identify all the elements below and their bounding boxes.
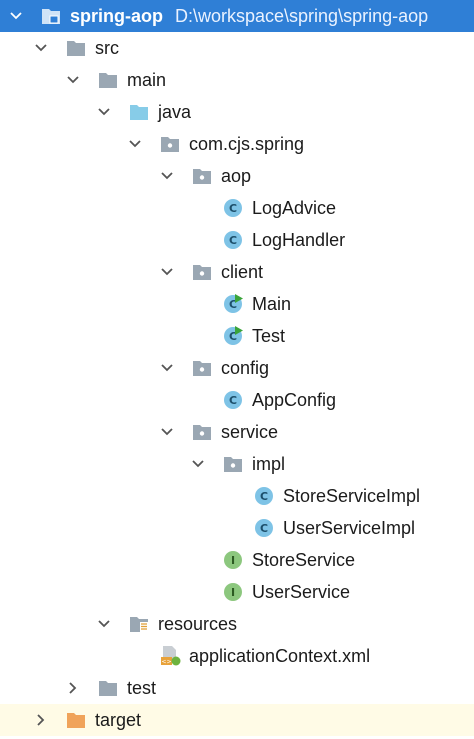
package-icon: [191, 165, 213, 187]
tree-row-application-context-xml[interactable]: <> applicationContext.xml: [0, 640, 474, 672]
tree-row-main[interactable]: main: [0, 64, 474, 96]
tree-label: target: [95, 710, 142, 730]
chevron-down-icon[interactable]: [35, 42, 47, 54]
chevron-down-icon[interactable]: [129, 138, 141, 150]
tree-label: UserService: [252, 582, 351, 602]
tree-row-store-service[interactable]: I StoreService: [0, 544, 474, 576]
chevron-down-icon[interactable]: [161, 362, 173, 374]
tree-row-service[interactable]: service: [0, 416, 474, 448]
tree-label: Test: [252, 326, 286, 346]
chevron-down-icon[interactable]: [67, 74, 79, 86]
resources-folder-icon: [128, 613, 150, 635]
tree-row-java[interactable]: java: [0, 96, 474, 128]
tree-label: StoreService: [252, 550, 356, 570]
tree-row-test[interactable]: test: [0, 672, 474, 704]
interface-icon: I: [222, 581, 244, 603]
tree-label: AppConfig: [252, 390, 337, 410]
chevron-down-icon[interactable]: [10, 10, 22, 22]
svg-text:C: C: [229, 234, 237, 247]
tree-label: com.cjs.spring: [189, 134, 305, 154]
tree-label: aop: [221, 166, 252, 186]
tree-label: src: [95, 38, 119, 58]
svg-text:C: C: [260, 490, 268, 503]
tree-row-src[interactable]: src: [0, 32, 474, 64]
tree-row-user-service[interactable]: I UserService: [0, 576, 474, 608]
tree-label: StoreServiceImpl: [283, 486, 421, 506]
module-folder-icon: [40, 5, 62, 27]
chevron-down-icon[interactable]: [192, 458, 204, 470]
svg-text:C: C: [260, 522, 268, 535]
svg-text:<>: <>: [161, 659, 171, 666]
package-icon: [159, 133, 181, 155]
package-icon: [191, 261, 213, 283]
tree-row-log-handler[interactable]: C LogHandler: [0, 224, 474, 256]
spring-xml-file-icon: <>: [159, 645, 181, 667]
package-icon: [191, 357, 213, 379]
svg-text:I: I: [231, 586, 235, 599]
svg-text:C: C: [229, 394, 237, 407]
package-icon: [191, 421, 213, 443]
tree-row-client[interactable]: client: [0, 256, 474, 288]
project-name: spring-aop: [70, 6, 163, 26]
svg-text:C: C: [229, 202, 237, 215]
runnable-class-icon: C: [222, 293, 244, 315]
tree-row-package-root[interactable]: com.cjs.spring: [0, 128, 474, 160]
folder-icon: [97, 69, 119, 91]
tree-row-resources[interactable]: resources: [0, 608, 474, 640]
tree-label: config: [221, 358, 270, 378]
tree-row-test-class[interactable]: C Test: [0, 320, 474, 352]
chevron-down-icon[interactable]: [98, 618, 110, 630]
chevron-down-icon[interactable]: [161, 426, 173, 438]
tree-row-target[interactable]: target: [0, 704, 474, 736]
package-icon: [222, 453, 244, 475]
source-folder-icon: [128, 101, 150, 123]
tree-row-log-advice[interactable]: C LogAdvice: [0, 192, 474, 224]
folder-icon: [97, 677, 119, 699]
class-icon: C: [222, 389, 244, 411]
tree-row-app-config[interactable]: C AppConfig: [0, 384, 474, 416]
tree-label: service: [221, 422, 279, 442]
project-path: D:\workspace\spring\spring-aop: [175, 6, 429, 26]
excluded-folder-icon: [65, 709, 87, 731]
class-icon: C: [222, 197, 244, 219]
tree-row-user-service-impl[interactable]: C UserServiceImpl: [0, 512, 474, 544]
chevron-right-icon[interactable]: [67, 682, 79, 694]
tree-label: resources: [158, 614, 238, 634]
tree-label: client: [221, 262, 264, 282]
tree-label: applicationContext.xml: [189, 646, 371, 666]
tree-row-store-service-impl[interactable]: C StoreServiceImpl: [0, 480, 474, 512]
chevron-down-icon[interactable]: [98, 106, 110, 118]
tree-row-project-root[interactable]: spring-aop D:\workspace\spring\spring-ao…: [0, 0, 474, 32]
tree-label: impl: [252, 454, 286, 474]
tree-label: LogHandler: [252, 230, 346, 250]
chevron-down-icon[interactable]: [161, 266, 173, 278]
svg-text:I: I: [231, 554, 235, 567]
interface-icon: I: [222, 549, 244, 571]
svg-text:C: C: [229, 330, 237, 343]
tree-row-impl[interactable]: impl: [0, 448, 474, 480]
tree-row-aop[interactable]: aop: [0, 160, 474, 192]
tree-label: main: [127, 70, 167, 90]
svg-text:C: C: [229, 298, 237, 311]
runnable-class-icon: C: [222, 325, 244, 347]
class-icon: C: [253, 517, 275, 539]
tree-label: Main: [252, 294, 292, 314]
class-icon: C: [222, 229, 244, 251]
class-icon: C: [253, 485, 275, 507]
tree-label: UserServiceImpl: [283, 518, 416, 538]
folder-icon: [65, 37, 87, 59]
chevron-down-icon[interactable]: [161, 170, 173, 182]
tree-label: java: [158, 102, 192, 122]
tree-row-main-class[interactable]: C Main: [0, 288, 474, 320]
tree-label: LogAdvice: [252, 198, 337, 218]
chevron-right-icon[interactable]: [35, 714, 47, 726]
tree-row-config[interactable]: config: [0, 352, 474, 384]
tree-label: test: [127, 678, 157, 698]
